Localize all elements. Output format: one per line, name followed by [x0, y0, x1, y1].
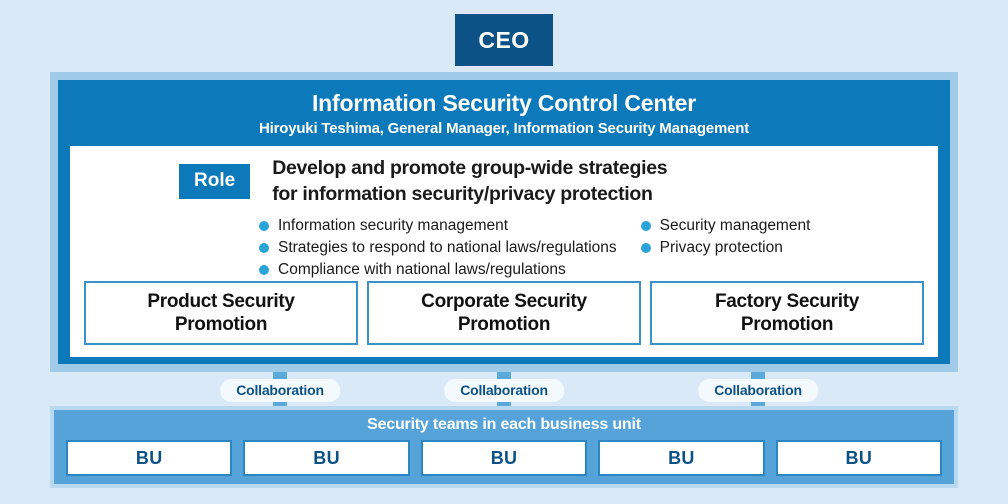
- promotion-boxes: Product Security Promotion Corporate Sec…: [84, 281, 924, 346]
- collaboration-connector-product: Collaboration: [180, 372, 380, 408]
- control-center-frame: Information Security Control Center Hiro…: [50, 72, 958, 372]
- role-panel: Role Develop and promote group-wide stra…: [70, 146, 938, 358]
- promotion-label-line-1: Factory Security: [714, 290, 860, 312]
- bullet-label: Information security management: [278, 217, 509, 235]
- control-center-subtitle: Hiroyuki Teshima, General Manager, Infor…: [259, 120, 749, 138]
- business-unit-box: BU: [598, 440, 765, 476]
- collaboration-label: Collaboration: [444, 379, 564, 402]
- role-description: Develop and promote group-wide strategie…: [272, 156, 667, 207]
- bullet-dot-icon: [640, 221, 651, 232]
- control-center-panel: Information Security Control Center Hiro…: [58, 80, 950, 364]
- business-unit-box: BU: [775, 440, 943, 476]
- bullet-label: Compliance with national laws/regulation…: [278, 261, 566, 279]
- list-item: Privacy protection: [640, 237, 811, 259]
- promotion-label-line-2: Promotion: [457, 314, 551, 336]
- collaboration-label: Collaboration: [698, 379, 818, 402]
- promotion-label-line-2: Promotion: [174, 314, 268, 336]
- promotion-label-line-1: Product Security: [147, 290, 295, 312]
- role-bullets: Information security management Strategi…: [84, 215, 924, 281]
- promotion-box-product: Product Security Promotion: [84, 281, 358, 346]
- role-row: Role Develop and promote group-wide stra…: [84, 156, 924, 207]
- bullet-dot-icon: [259, 243, 269, 254]
- collaboration-band: Collaboration Collaboration Collaboratio…: [50, 372, 958, 408]
- bullet-dot-icon: [259, 221, 269, 232]
- collaboration-label: Collaboration: [220, 379, 340, 402]
- list-item: Security management: [640, 215, 811, 237]
- role-description-line-1: Develop and promote group-wide strategie…: [272, 157, 668, 180]
- role-description-line-2: for information security/privacy protect…: [272, 182, 653, 205]
- list-item: Information security management: [259, 215, 617, 237]
- list-item: Compliance with national laws/regulation…: [259, 259, 617, 281]
- business-units-frame: Security teams in each business unit BU …: [50, 406, 958, 488]
- business-units-panel: Security teams in each business unit BU …: [54, 410, 954, 484]
- bullet-dot-icon: [640, 243, 651, 254]
- role-bullets-left-column: Information security management Strategi…: [259, 215, 617, 281]
- ceo-label: CEO: [478, 26, 530, 53]
- business-unit-box: BU: [420, 440, 588, 476]
- business-units-title: Security teams in each business unit: [367, 416, 641, 433]
- collaboration-connector-factory: Collaboration: [658, 372, 858, 408]
- bullet-label: Privacy protection: [659, 239, 783, 257]
- business-unit-box: BU: [66, 440, 233, 476]
- ceo-box: CEO: [455, 14, 553, 66]
- control-center-title: Information Security Control Center: [311, 90, 697, 116]
- bullet-label: Strategies to respond to national laws/r…: [278, 239, 617, 257]
- promotion-label-line-2: Promotion: [740, 314, 834, 336]
- promotion-label-line-1: Corporate Security: [421, 290, 587, 312]
- business-unit-boxes: BU BU BU BU BU: [66, 440, 943, 476]
- promotion-box-corporate: Corporate Security Promotion: [367, 281, 641, 346]
- collaboration-connector-corporate: Collaboration: [404, 372, 604, 408]
- bullet-dot-icon: [259, 265, 269, 276]
- promotion-box-factory: Factory Security Promotion: [650, 281, 924, 346]
- bullet-label: Security management: [659, 217, 811, 235]
- role-badge: Role: [179, 164, 251, 200]
- list-item: Strategies to respond to national laws/r…: [259, 237, 617, 259]
- role-bullets-right-column: Security management Privacy protection: [640, 215, 811, 281]
- business-unit-box: BU: [243, 440, 410, 476]
